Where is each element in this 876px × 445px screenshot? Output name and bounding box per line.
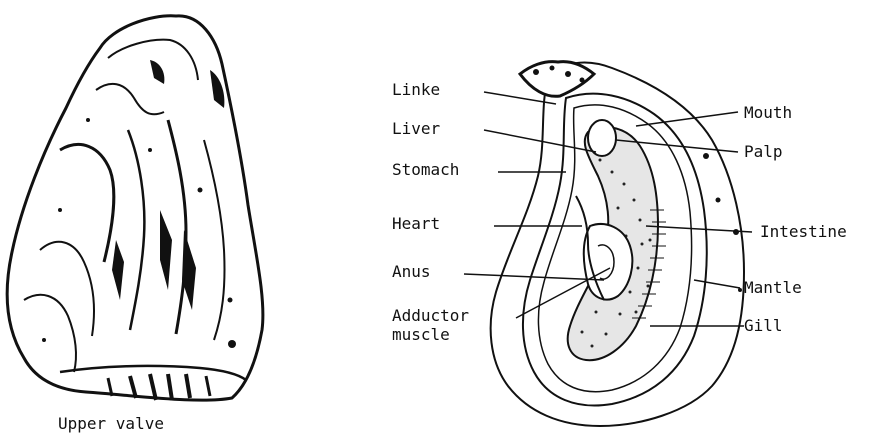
label-adductor-line1: Adductor — [392, 306, 469, 325]
label-gill: Gill — [744, 316, 783, 335]
label-palp: Palp — [744, 142, 783, 161]
label-linke: Linke — [392, 80, 440, 99]
label-heart: Heart — [392, 214, 440, 233]
label-intestine: Intestine — [760, 222, 847, 241]
label-stomach: Stomach — [392, 160, 459, 179]
label-adductor-line2: muscle — [392, 325, 450, 344]
upper-valve-outline — [7, 16, 263, 400]
adductor-muscle — [584, 224, 633, 300]
label-anus: Anus — [392, 262, 431, 281]
caption-upper-valve: Upper valve — [58, 414, 164, 433]
label-mouth: Mouth — [744, 103, 792, 122]
upper-valve-shell — [7, 16, 263, 400]
label-mantle: Mantle — [744, 278, 802, 297]
label-liver: Liver — [392, 119, 440, 138]
